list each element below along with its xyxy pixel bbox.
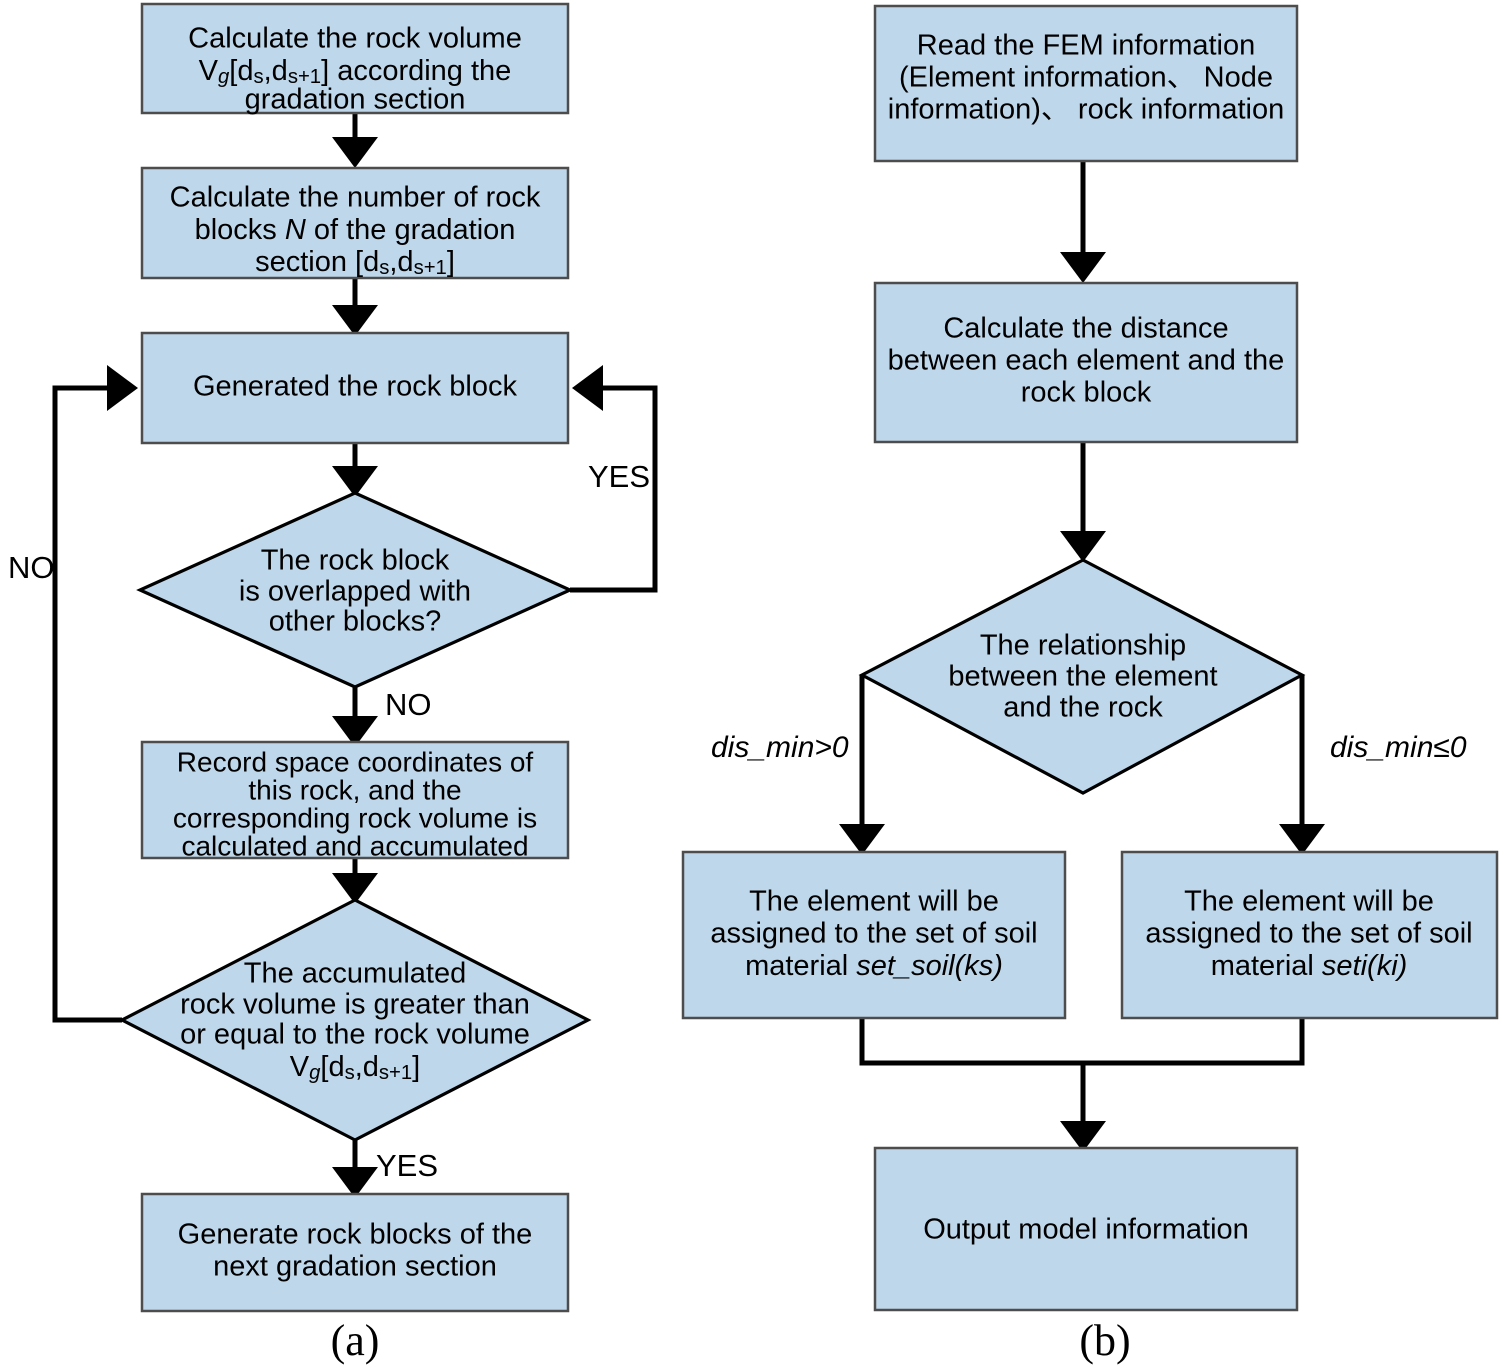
panel-a-caption: (a) [331, 1316, 380, 1365]
node-overlap-check-line3: other blocks? [269, 606, 442, 638]
edge-label-overlap-no: NO [385, 687, 432, 722]
node-calc-number[interactable]: Calculate the number of rock blocks N of… [140, 166, 570, 280]
node-generate-block-label: Generated the rock block [193, 371, 518, 403]
node-calc-distance-line1: Calculate the distance [943, 313, 1228, 345]
edge-label-volume-yes: YES [376, 1148, 438, 1183]
panel-a-connectors [52, 113, 658, 1199]
edge-overlap-yes-loop [570, 365, 658, 593]
node-volume-check-line3: or equal to the rock volume [180, 1019, 530, 1051]
panel-b-connectors [839, 161, 1325, 1153]
node-calc-volume[interactable]: Calculate the rock volume Vg[ds,ds+1] ac… [140, 2, 570, 116]
edge-label-dis-min-gt-zero: dis_min>0 [711, 731, 849, 764]
node-output-model[interactable]: Output model information [873, 1146, 1299, 1312]
node-read-fem-line1: Read the FEM information [917, 30, 1255, 62]
node-calc-distance-line2: between each element and the [888, 345, 1285, 377]
node-volume-check-line4: Vg[ds,ds+1] [290, 1051, 420, 1085]
node-volume-check-line2: rock volume is greater than [180, 989, 530, 1021]
node-calc-number-line3: section [ds,ds+1] [255, 246, 455, 280]
node-assign-rock[interactable]: The element will be assigned to the set … [1120, 850, 1499, 1020]
node-record-coords-line4: calculated and accumulated [181, 830, 528, 861]
node-calc-volume-line1: Calculate the rock volume [188, 23, 522, 55]
node-read-fem[interactable]: Read the FEM information (Element inform… [873, 4, 1299, 163]
node-assign-soil-line2: assigned to the set of soil [710, 918, 1037, 950]
edge-label-dis-min-le-zero: dis_min≤0 [1330, 731, 1467, 764]
node-relationship-line1: The relationship [980, 630, 1186, 662]
node-read-fem-line3: information)、 rock information [888, 94, 1284, 126]
node-calc-volume-line2: Vg[ds,ds+1] according the [199, 55, 512, 89]
node-calc-volume-line3: gradation section [245, 84, 466, 116]
node-overlap-check-line2: is overlapped with [239, 576, 471, 608]
node-assign-soil-line1: The element will be [749, 886, 999, 918]
node-calc-number-line2: blocks N of the gradation [195, 214, 516, 246]
node-next-section[interactable]: Generate rock blocks of the next gradati… [140, 1192, 570, 1313]
node-assign-rock-line1: The element will be [1184, 886, 1434, 918]
node-calc-number-line1: Calculate the number of rock [170, 182, 541, 214]
node-calc-distance-line3: rock block [1021, 377, 1152, 409]
edge-label-volume-no: NO [8, 550, 55, 585]
node-assign-rock-line2: assigned to the set of soil [1145, 918, 1472, 950]
node-record-coords-line3: corresponding rock volume is [173, 802, 537, 833]
node-calc-distance[interactable]: Calculate the distance between each elem… [873, 281, 1299, 444]
edge-volume-no-loop [52, 365, 139, 1023]
node-record-coords-line1: Record space coordinates of [177, 746, 534, 777]
node-record-coords-line2: this rock, and the [248, 774, 461, 805]
edge-label-overlap-yes: YES [588, 459, 650, 494]
node-assign-soil-line3: material set_soil(ks) [745, 950, 1003, 982]
node-relationship[interactable]: The relationship between the element and… [858, 558, 1306, 795]
node-relationship-line3: and the rock [1003, 692, 1163, 724]
node-assign-soil[interactable]: The element will be assigned to the set … [681, 850, 1067, 1020]
edge-assignments-merge [859, 1018, 1305, 1066]
node-volume-check[interactable]: The accumulated rock volume is greater t… [118, 898, 592, 1142]
node-output-model-label: Output model information [923, 1214, 1249, 1246]
node-next-section-line2: next gradation section [213, 1251, 497, 1283]
node-assign-rock-line3: material seti(ki) [1211, 950, 1408, 982]
node-generate-block[interactable]: Generated the rock block [140, 331, 570, 445]
panel-b-caption: (b) [1079, 1316, 1130, 1365]
node-record-coords[interactable]: Record space coordinates of this rock, a… [140, 740, 570, 861]
node-read-fem-line2: (Element information、 Node [899, 62, 1273, 94]
node-overlap-check[interactable]: The rock block is overlapped with other … [136, 491, 574, 689]
node-volume-check-line1: The accumulated [244, 958, 466, 990]
node-next-section-line1: Generate rock blocks of the [178, 1219, 533, 1251]
node-relationship-line2: between the element [948, 661, 1217, 693]
node-overlap-check-line1: The rock block [261, 545, 450, 577]
